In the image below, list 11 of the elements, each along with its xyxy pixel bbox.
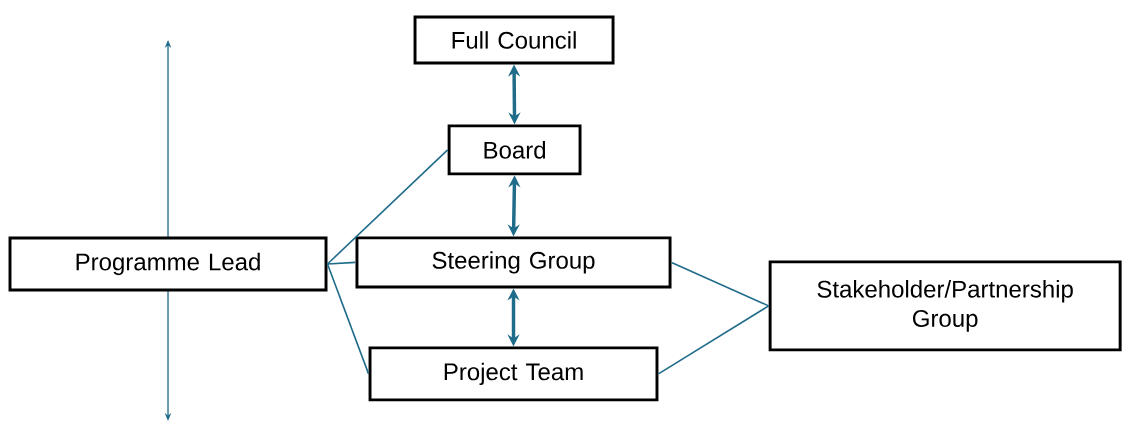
connector-line bbox=[670, 261, 770, 307]
box: Project Team bbox=[368, 346, 659, 402]
connector-line bbox=[326, 149, 449, 265]
connector-line bbox=[326, 261, 357, 265]
connector-line bbox=[657, 305, 770, 375]
box: Board bbox=[447, 124, 582, 176]
box: Stakeholder/Partnership Group bbox=[768, 260, 1122, 352]
box: Steering Group bbox=[355, 236, 672, 289]
box: Programme Lead bbox=[8, 236, 328, 292]
connector-line bbox=[326, 263, 370, 375]
box: Full Council bbox=[413, 15, 615, 65]
